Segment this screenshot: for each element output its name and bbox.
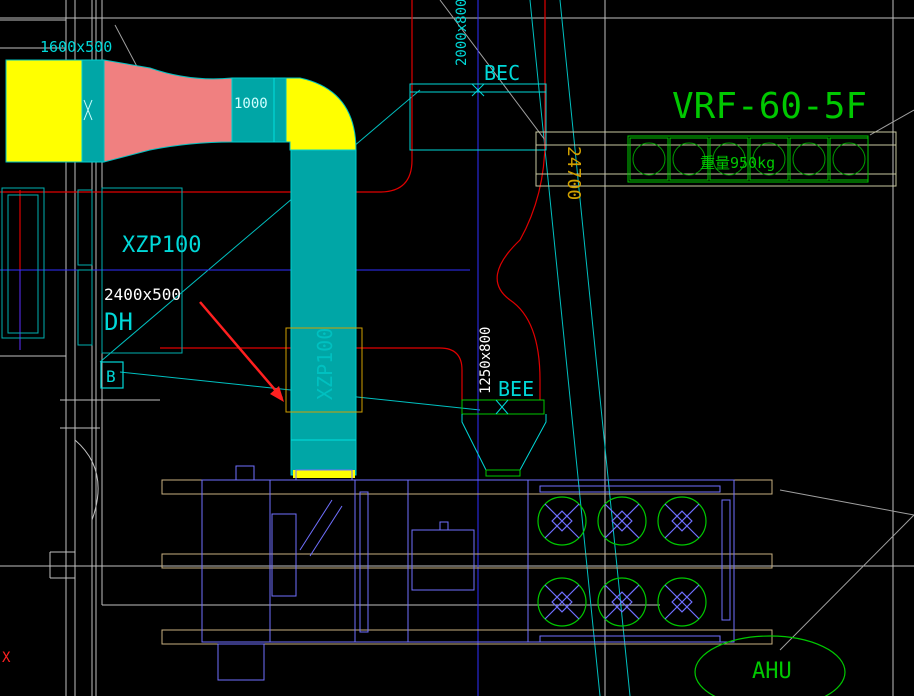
ahu-outline-ellipse (694, 635, 846, 696)
bec-duct (409, 83, 547, 151)
label-duct-size-top-vertical: 2000x800 (454, 0, 470, 66)
label-duct-size-horizontal: 1000 (234, 96, 268, 112)
label-unit-ahu: AHU (752, 659, 792, 684)
duct-pink-transition (103, 59, 233, 163)
duct-yellow-base (293, 470, 355, 478)
ductwork (5, 59, 363, 478)
ahu-fans (537, 496, 707, 627)
label-tag-dh: DH (104, 308, 133, 336)
left-structure (1, 187, 183, 354)
fan-6 (657, 577, 707, 627)
vrf-fan-grilles (629, 137, 869, 181)
label-unit-vrf-weight: 重量950kg (700, 154, 775, 172)
red-annotation-arrow (199, 301, 284, 402)
equipment-xzp-frame (285, 327, 363, 413)
vrf-unit (535, 131, 897, 187)
bee-hood (461, 399, 547, 477)
fan-5 (597, 577, 647, 627)
fan-4 (537, 577, 587, 627)
fan-1 (537, 496, 587, 546)
label-tag-bec: BEC (484, 61, 520, 85)
label-tag-bee: BEE (498, 377, 534, 401)
duct-cyan-horizontal (231, 77, 287, 143)
fan-3 (657, 496, 707, 546)
label-tag-b: B (106, 367, 116, 386)
label-dimension-vertical: 24700 (563, 146, 584, 200)
door-swing (74, 439, 99, 521)
label-duct-size-mid-left: 2400x500 (104, 285, 181, 304)
ahu-unit (161, 465, 773, 681)
label-duct-size-top-left: 1600x500 (40, 38, 112, 56)
label-unit-vrf: VRF-60-5F (672, 86, 867, 127)
label-duct-size-branch: 1250x800 (478, 327, 494, 394)
duct-yellow-inlet (5, 59, 83, 163)
label-edge-mark: X (2, 650, 11, 666)
fan-2 (597, 496, 647, 546)
duct-yellow-elbow (285, 77, 357, 151)
tag-b-box (100, 361, 124, 389)
duct-cyan-vertical (290, 149, 357, 476)
duct-cyan-damper (81, 59, 105, 163)
label-equipment-xzp-left: XZP100 (122, 233, 201, 258)
label-equipment-xzp-vertical: XZP100 (313, 328, 337, 400)
